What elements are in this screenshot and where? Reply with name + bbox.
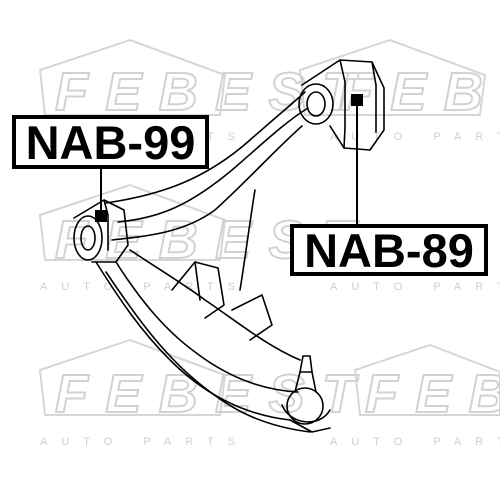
part-callout-left: NAB-99: [12, 115, 209, 169]
watermark-brand: FEBEST: [365, 364, 500, 424]
watermark-logo-icon: [38, 38, 227, 116]
watermark-logo-icon: [298, 38, 487, 116]
part-callout-right: NAB-89: [290, 224, 488, 276]
control-arm-drawing: [73, 59, 385, 433]
watermark-logo-icon: [38, 183, 227, 261]
part-number-label: NAB-99: [25, 115, 196, 169]
watermark-brand: FEBEST: [340, 62, 500, 122]
watermark-logo-icon: [38, 338, 227, 416]
watermark-tagline: AUTO PARTS: [330, 281, 500, 293]
watermark-tagline: AUTO PARTS: [330, 436, 500, 448]
marker-right: [351, 94, 363, 106]
watermark-logo-icon: [353, 343, 500, 416]
watermark-tagline: AUTO PARTS: [40, 281, 249, 293]
part-number-label: NAB-89: [304, 223, 474, 277]
marker-left: [95, 210, 107, 222]
leader-lines: [100, 100, 358, 224]
watermark-tagline: AUTO PARTS: [40, 436, 249, 448]
watermark-tagline: AUTO PARTS: [330, 131, 500, 143]
